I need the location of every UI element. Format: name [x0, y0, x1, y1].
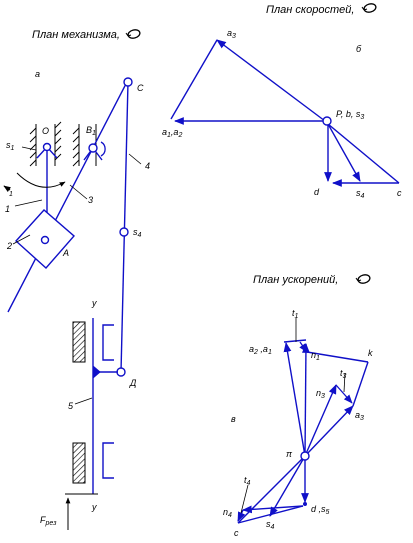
label-C: C — [137, 83, 144, 93]
label-t4: t4 — [244, 475, 251, 487]
omega-icon — [361, 3, 377, 13]
label-s4: s4 — [266, 519, 275, 531]
vector-t3 — [335, 384, 353, 404]
label-num-4: 4 — [145, 161, 150, 171]
leader-t3 — [343, 372, 346, 393]
label-s4: s4 — [356, 188, 365, 200]
joint-O — [42, 142, 52, 152]
title-velocity: План скоростей, — [266, 3, 377, 16]
label-t1: t1 — [292, 308, 299, 320]
mechanism-plan: O B1 C Д A s1 s4 1 1 2 3 4 5 y y Fрез — [3, 77, 150, 530]
point-d — [303, 502, 307, 506]
label-n3: n3 — [316, 388, 325, 400]
vector-p-a3 — [216, 39, 326, 122]
vector-k-a3 — [352, 361, 369, 407]
pivot-arc — [100, 141, 106, 157]
label-c: c — [234, 528, 239, 538]
connecting-rod-4 — [120, 81, 129, 373]
label-a3: a3 — [355, 410, 364, 422]
vector-t1 — [283, 339, 307, 343]
label-s1: s1 — [6, 140, 15, 152]
leader-5 — [74, 397, 93, 405]
title-mechanism: План механизма, — [32, 29, 141, 41]
vector-t4 — [237, 509, 246, 522]
label-pi: π — [286, 449, 293, 459]
label-num-5: 5 — [68, 401, 74, 411]
label-y-top: y — [91, 298, 97, 308]
leader-t4 — [240, 484, 249, 514]
vector-n1 — [302, 343, 310, 457]
label-a1a2: a1,a2 — [162, 127, 182, 139]
label-s4: s4 — [133, 227, 142, 239]
vector-p-c — [327, 123, 400, 184]
title-acceleration: План ускорений, — [253, 274, 371, 286]
label-n1: n1 — [311, 350, 320, 362]
label-omega1: 1 — [9, 191, 13, 198]
acceleration-plan: t1 a2 ,a1 n1 k t3 n3 a3 π t4 n4 s4 c d ,… — [223, 308, 373, 538]
vector-pi-a1 — [283, 342, 306, 457]
leader-s1 — [21, 146, 37, 151]
label-d: d — [314, 187, 320, 197]
label-a3: a3 — [227, 28, 236, 40]
vector-k — [306, 351, 369, 363]
label-a2a1: a2 ,a1 — [249, 344, 272, 356]
label-num-1: 1 — [5, 204, 10, 214]
vector-n4 — [242, 505, 304, 514]
vector-t1-tip — [299, 341, 308, 353]
label-num-2: 2 — [6, 241, 12, 251]
svg-text:План скоростей,: План скоростей, — [266, 4, 354, 16]
vector-pi-s4 — [269, 455, 306, 517]
omega-icon — [125, 29, 141, 39]
label-D: Д — [129, 378, 137, 388]
label-A: A — [62, 248, 69, 258]
label-B1: B1 — [86, 125, 96, 137]
omega1-arrow — [3, 185, 11, 192]
pole-p — [322, 116, 332, 126]
label-pole: P, b, s3 — [336, 109, 364, 121]
leader-1 — [14, 199, 43, 207]
label-O: O — [42, 126, 49, 136]
slider-block-2 — [15, 209, 75, 269]
slider-5 — [65, 318, 118, 495]
panel-label-c: в — [231, 414, 236, 424]
slider-guides — [72, 321, 114, 484]
point-s4 — [119, 227, 129, 237]
label-n4: n4 — [223, 507, 232, 519]
support-hatch-left — [29, 121, 62, 167]
velocity-plan: a3 a1,a2 P, b, s3 d s4 c — [162, 28, 402, 200]
rocker-link-3 — [7, 79, 129, 313]
leader-4 — [128, 153, 142, 165]
vector-p-s4 — [327, 123, 361, 182]
label-num-3: 3 — [88, 195, 93, 205]
joint-C — [123, 77, 133, 87]
leader-3 — [69, 184, 88, 200]
omega-icon — [355, 274, 371, 284]
panel-label-a: а — [35, 69, 40, 79]
leader-2 — [12, 234, 31, 245]
panel-label-b: б — [356, 44, 362, 54]
label-force: Fрез — [40, 515, 57, 527]
pole-pi — [300, 451, 310, 461]
vector-n3 — [304, 384, 337, 457]
omega-rotation-arrow — [16, 172, 66, 188]
label-ds5: d ,s5 — [311, 504, 330, 516]
joint-B1 — [88, 143, 98, 153]
vector-c-d — [237, 505, 304, 524]
label-c: c — [397, 188, 402, 198]
label-y-bottom: y — [91, 502, 97, 512]
label-t3: t3 — [340, 368, 347, 380]
vector-a3-a1 — [170, 39, 218, 120]
svg-text:План механизма,: План механизма, — [32, 29, 120, 41]
joint-D — [116, 367, 126, 377]
svg-text:План ускорений,: План ускорений, — [253, 274, 338, 286]
label-k: k — [368, 348, 373, 358]
vector-pi-a3 — [304, 405, 354, 457]
